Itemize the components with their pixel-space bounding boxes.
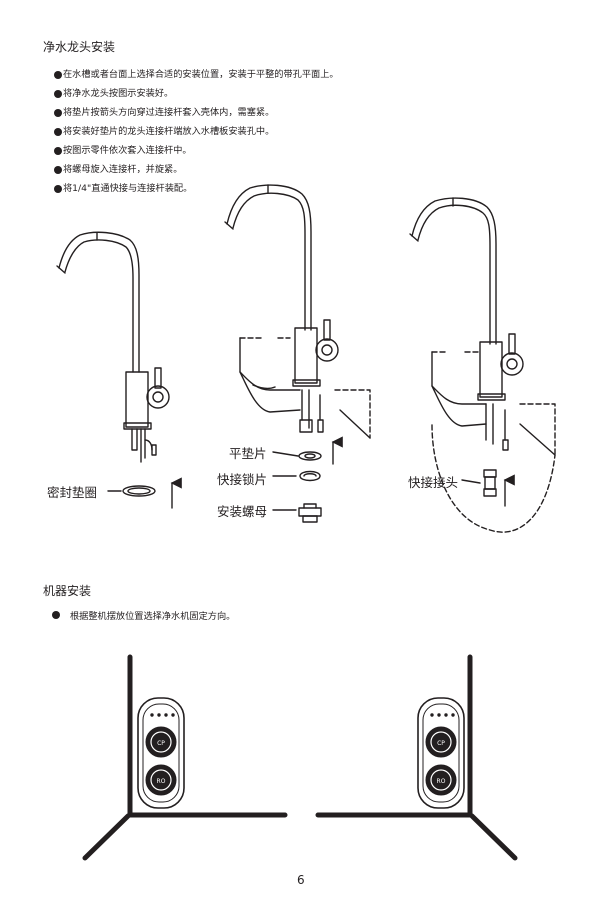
machine-left-cp-label: CP: [157, 740, 165, 747]
bullet-icon: [54, 89, 62, 98]
faucet-install-illustration: [56, 184, 556, 533]
list-item: 将1/4"直通快接与连接杆装配。: [54, 179, 339, 198]
step-text: 将螺母旋入连接杆，并旋紧。: [63, 164, 183, 175]
machine-left-ro-label: RO: [157, 778, 166, 785]
bullet-icon: [52, 611, 60, 619]
bullet-icon: [54, 127, 62, 136]
list-item: 按图示零件依次套入连接杆中。: [54, 141, 339, 160]
list-item: 在水槽或者台面上选择合适的安装位置，安装于平整的带孔平面上。: [54, 65, 339, 84]
step-text: 将净水龙头按图示安装好。: [63, 88, 174, 99]
label-quick-lock: 快接锁片: [217, 472, 268, 487]
machine-right-cp-label: CP: [437, 740, 445, 747]
step-text: 将1/4"直通快接与连接杆装配。: [63, 183, 193, 194]
section-title-faucet-install: 净水龙头安装: [43, 40, 116, 54]
faucet-1-icon: [56, 231, 182, 509]
step-text: 按图示零件依次套入连接杆中。: [63, 145, 192, 156]
machine-note-text: 根据整机摆放位置选择净水机固定方向。: [70, 611, 236, 622]
list-item: 将螺母旋入连接杆，并旋紧。: [54, 160, 339, 179]
faucet-2-icon: [224, 184, 371, 523]
bullet-icon: [54, 108, 62, 117]
bullet-icon: [54, 165, 62, 174]
label-flat-washer: 平垫片: [229, 446, 267, 461]
step-text: 将垫片按箭头方向穿过连接杆套入壳体内，需塞紧。: [63, 107, 275, 118]
page-number: 6: [297, 873, 305, 887]
bullet-icon: [54, 146, 62, 155]
step-text: 将安装好垫片的龙头连接杆端放入水槽板安装孔中。: [63, 126, 275, 137]
right-corner-placement: [315, 654, 518, 861]
label-quick-connector: 快接接头: [408, 475, 459, 490]
list-item: 将净水龙头按图示安装好。: [54, 84, 339, 103]
label-nut: 安装螺母: [217, 504, 268, 519]
machine-placement-illustration: CP RO CP RO: [82, 654, 518, 861]
step-text: 在水槽或者台面上选择合适的安装位置，安装于平整的带孔平面上。: [63, 69, 339, 80]
bullet-icon: [54, 70, 62, 79]
section-title-machine-install: 机器安装: [43, 584, 92, 598]
list-item: 将垫片按箭头方向穿过连接杆套入壳体内，需塞紧。: [54, 103, 339, 122]
left-corner-placement: [82, 654, 288, 861]
machine-note: 根据整机摆放位置选择净水机固定方向。: [52, 608, 235, 622]
list-item: 将安装好垫片的龙头连接杆端放入水槽板安装孔中。: [54, 122, 339, 141]
faucet-3-icon: [409, 197, 556, 533]
machine-right-ro-label: RO: [437, 778, 446, 785]
bullet-icon: [54, 184, 62, 193]
label-seal-ring: 密封垫圈: [47, 485, 98, 500]
install-steps-list: 在水槽或者台面上选择合适的安装位置，安装于平整的带孔平面上。 将净水龙头按图示安…: [54, 65, 339, 198]
